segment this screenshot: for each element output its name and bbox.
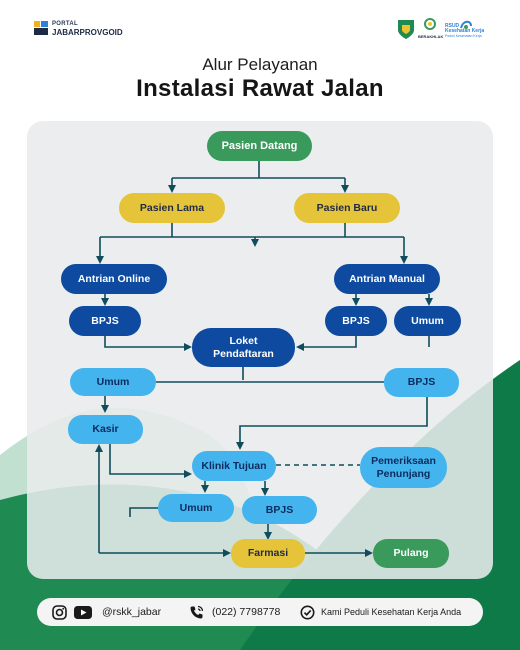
node-antrian-manual: Antrian Manual: [334, 264, 440, 294]
phone-link[interactable]: [189, 598, 204, 626]
rskk-line1: RSUD: [445, 23, 460, 29]
footer-tagline: Kami Peduli Kesehatan Kerja Anda: [321, 607, 462, 617]
check-badge: [300, 598, 315, 626]
jabar-emblem: [397, 18, 415, 40]
berakhlak-logo: BERAKHLAK: [418, 18, 444, 40]
rskk-line3: Peduli Kesehatan Kerja: [445, 34, 482, 38]
jabar-emblem-icon: [398, 20, 414, 39]
node-umum-klinik: Umum: [158, 494, 234, 522]
node-klinik-tujuan: Klinik Tujuan: [192, 451, 276, 481]
page-title: Instalasi Rawat Jalan: [136, 75, 384, 102]
logo-big-text: JABARPROVGOID: [52, 28, 123, 37]
portal-logo[interactable]: PORTAL JABARPROVGOID: [34, 20, 134, 38]
check-badge-icon: [300, 605, 315, 619]
loket-line1: Loket: [229, 334, 258, 347]
berakhlak-text: BERAKHLAK: [418, 34, 444, 39]
node-antrian-online: Antrian Online: [61, 264, 167, 294]
phone-icon: [190, 605, 204, 618]
youtube-link[interactable]: [74, 598, 92, 626]
node-farmasi: Farmasi: [231, 539, 305, 568]
footer-bar: @rskk_jabar (022) 7798778 Kami Peduli Ke…: [37, 598, 483, 626]
node-bpjs-online: BPJS: [69, 306, 141, 336]
node-umum-manual: Umum: [394, 306, 461, 336]
youtube-icon: [74, 605, 92, 619]
node-pasien-baru: Pasien Baru: [294, 193, 400, 223]
phone-number: (022) 7798778: [212, 606, 281, 618]
instagram-icon: [52, 604, 67, 620]
portal-logo-icon: [34, 21, 48, 35]
rskk-line2: Kesehatan Kerja: [445, 28, 485, 34]
node-kasir: Kasir: [68, 415, 143, 444]
node-pasien-datang: Pasien Datang: [207, 131, 312, 161]
node-umum-left: Umum: [70, 368, 156, 396]
social-handle: @rskk_jabar: [102, 606, 162, 618]
penunjang-line2: Penunjang: [376, 467, 431, 480]
node-bpjs-manual: BPJS: [325, 306, 387, 336]
node-loket-pendaftaran: Loket Pendaftaran: [192, 328, 295, 367]
node-bpjs-right: BPJS: [384, 368, 459, 397]
logo-small-text: PORTAL: [52, 21, 79, 27]
rskk-logo-icon: [460, 20, 472, 29]
berakhlak-icon: [424, 18, 436, 30]
node-pulang: Pulang: [373, 539, 449, 568]
instagram-link[interactable]: [52, 598, 67, 626]
penunjang-line1: Pemeriksaan: [371, 454, 436, 467]
page-subtitle: Alur Pelayanan: [202, 55, 318, 74]
rskk-logo: RSUD Kesehatan Kerja Peduli Kesehatan Ke…: [445, 18, 493, 40]
node-pasien-lama: Pasien Lama: [119, 193, 225, 223]
rskk-text: RSUD Kesehatan Kerja Peduli Kesehatan Ke…: [445, 24, 484, 39]
node-bpjs-klinik: BPJS: [242, 496, 317, 524]
loket-line2: Pendaftaran: [213, 347, 274, 360]
node-pemeriksaan-penunjang: Pemeriksaan Penunjang: [360, 447, 447, 488]
